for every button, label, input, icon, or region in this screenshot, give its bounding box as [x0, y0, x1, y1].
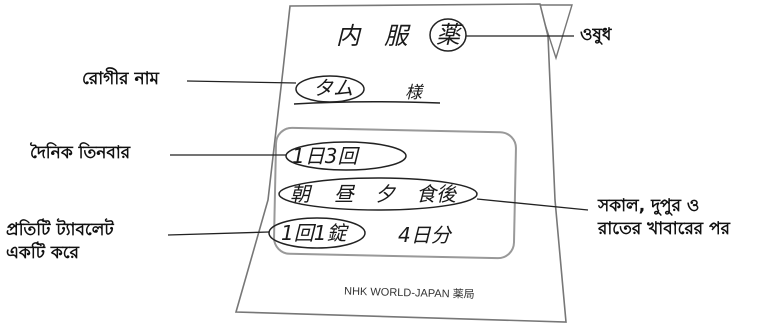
timing-evening: 夕: [375, 182, 397, 206]
label-one-tablet-line-1: প্রতিটি ট্যাবলেট: [6, 220, 114, 240]
circle-medicine: [429, 18, 467, 52]
duration: 4日分: [398, 223, 453, 247]
label-three-times-daily: দৈনিক তিনবার: [30, 143, 131, 163]
patient-name: タム: [313, 76, 353, 100]
label-patient-name: রোগীর নাম: [82, 69, 159, 89]
leader-after-meals: [476, 198, 589, 211]
circle-dose: [268, 217, 366, 249]
label-medicine: ওষুধ: [580, 25, 612, 45]
honorific: 様: [405, 83, 425, 103]
dose: 1回1錠: [281, 221, 349, 245]
circle-timing: [278, 177, 478, 211]
label-after-meals-line-2: রাতের খাবারের পর: [598, 218, 730, 239]
name-underline: [293, 100, 441, 105]
label-one-tablet-line-2: একটি করে: [6, 242, 79, 263]
leader-one-tablet: [167, 231, 270, 236]
title-char-1: 内: [336, 22, 362, 50]
label-after-meals-line-1: সকাল, দুপুর ও: [598, 196, 700, 216]
leader-patient-name: [186, 80, 297, 84]
times-per-day: 1日3回: [292, 144, 360, 168]
label-one-tablet: প্রতিটি ট্যাবলেট একটি করে: [6, 219, 114, 265]
envelope-body: [234, 3, 567, 323]
title-char-3: 薬: [436, 21, 464, 49]
timing-noon: 昼: [334, 182, 356, 206]
pharmacy-footer: NHK WORLD-JAPAN 薬局: [344, 285, 475, 301]
label-after-meals: সকাল, দুপুর ও রাতের খাবারের পর: [598, 195, 730, 241]
dosage-box: [273, 126, 517, 260]
title-char-2: 服: [384, 22, 411, 50]
circle-times-per-day: [285, 141, 407, 171]
timing-after-meal: 食後: [416, 182, 457, 206]
timing-morning: 朝: [290, 182, 313, 206]
